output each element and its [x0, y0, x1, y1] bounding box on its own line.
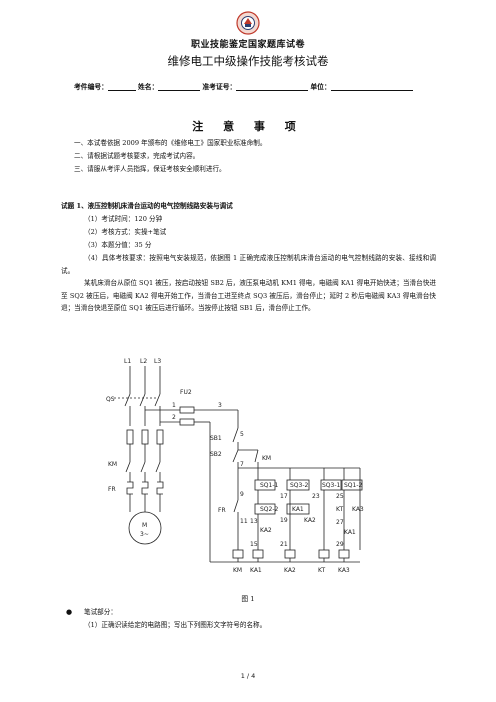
label-fr: FR: [108, 486, 116, 493]
written-section-title: 笔试部分：: [84, 608, 117, 616]
label-km: KM: [108, 461, 117, 468]
node-15: 15: [250, 541, 258, 548]
node-7: 7: [240, 461, 244, 468]
page-number: 1 / 4: [240, 672, 256, 680]
node-25: 25: [336, 493, 344, 500]
name-field[interactable]: [158, 82, 201, 91]
label-sq3-1: SQ3-1: [322, 482, 341, 489]
node-19: 19: [280, 517, 288, 524]
label-ka2-b: KA2: [260, 527, 272, 534]
node-2: 2: [172, 414, 176, 421]
label-ka1-b: KA1: [344, 529, 356, 536]
candidate-info-row: 考件编号： 姓名： 准考证号： 单位：: [74, 81, 415, 91]
exam-title: 维修电工中级操作技能考核试卷: [167, 54, 329, 68]
node-1: 1: [172, 402, 176, 409]
notice-item: 二、请根据试题考核要求，完成考试内容。: [74, 152, 200, 160]
question-requirement: （4）具体考核要求：按照电气安装规范，依据图 1 正确完成液压控制机床滑台运动的…: [61, 254, 436, 275]
motor-symbol: [128, 511, 162, 545]
question-item: （2）考核方式：实操+笔试: [84, 228, 167, 236]
exam-no-field[interactable]: [107, 82, 136, 91]
label-sb2: SB2: [210, 451, 222, 458]
node-13: 13: [250, 518, 258, 525]
coil-ka1: KA1: [250, 567, 262, 574]
node-23: 23: [312, 493, 320, 500]
label-sq3-2: SQ3-2: [290, 482, 309, 489]
name-label: 姓名：: [137, 83, 159, 91]
label-sb1: SB1: [210, 435, 222, 442]
question-title: 试题 1、液压控制机床滑台运动的电气控制线路安装与调试: [61, 202, 233, 210]
label-l3: L3: [154, 358, 161, 365]
cert-no-label: 准考证号：: [202, 83, 237, 91]
coil-km: KM: [233, 567, 242, 574]
figure-caption: 图 1: [241, 595, 255, 603]
question-description: 某机床滑台从原位 SQ1 被压，按启动按钮 SB2 后，液压泵电动机 KM1 得…: [61, 279, 436, 312]
question-item: （1）考试时间：120 分钟: [84, 215, 163, 223]
node-11: 11: [240, 518, 248, 525]
cert-no-field[interactable]: [236, 82, 309, 91]
org-title: 职业技能鉴定国家题库试卷: [190, 40, 305, 50]
node-5: 5: [240, 431, 244, 438]
exam-no-label: 考件编号：: [74, 83, 108, 91]
label-ka2: KA2: [304, 517, 316, 524]
unit-label: 单位：: [310, 83, 331, 91]
label-l2: L2: [140, 358, 147, 365]
coil-kt: KT: [318, 567, 325, 574]
fuse-fu2-b: [179, 418, 195, 426]
label-fr-contact: FR: [218, 507, 226, 514]
written-item: （1）正确识读给定的电路图；写出下列图形文字符号的名称。: [84, 621, 267, 629]
label-sq1-1: SQ1-1: [260, 482, 279, 489]
label-qs: QS: [106, 396, 115, 403]
notice-item: 一、本试卷依据 2009 年颁布的《维修电工》国家职业标准命制。: [74, 139, 267, 147]
label-sq2-2: SQ2-2: [260, 506, 279, 513]
label-kt: KT: [336, 506, 343, 513]
label-l1: L1: [124, 358, 131, 365]
exam-logo: [236, 11, 260, 35]
coil-ka2: KA2: [284, 567, 296, 574]
notice-title: 注 意 事 项: [192, 120, 304, 133]
coil-ka3: KA3: [338, 567, 350, 574]
node-9: 9: [240, 491, 244, 498]
unit-field[interactable]: [330, 82, 413, 91]
node-17: 17: [280, 493, 288, 500]
circuit-diagram: L1 L2 L3 QS FU2 1 2 3 KM FR M 3~ SB1 5 S…: [106, 358, 364, 574]
node-3: 3: [218, 402, 222, 409]
notice-item: 三、请服从考评人员指挥，保证考核安全顺利进行。: [74, 165, 226, 173]
bullet-dot-icon: ●: [66, 608, 73, 616]
node-29: 29: [336, 541, 344, 548]
label-motor-sub: 3~: [140, 531, 149, 538]
label-sq1-2: SQ1-2: [344, 482, 363, 489]
fuse-fu2-a: [179, 406, 195, 414]
label-ka3: KA3: [352, 506, 364, 513]
node-27: 27: [336, 519, 344, 526]
node-21: 21: [280, 541, 288, 548]
label-km-contact: KM: [262, 455, 271, 462]
label-motor: M: [142, 522, 147, 529]
label-ka1: KA1: [292, 506, 304, 513]
label-fu2: FU2: [180, 389, 192, 396]
question-item: （3）本题分值：35 分: [84, 241, 152, 249]
